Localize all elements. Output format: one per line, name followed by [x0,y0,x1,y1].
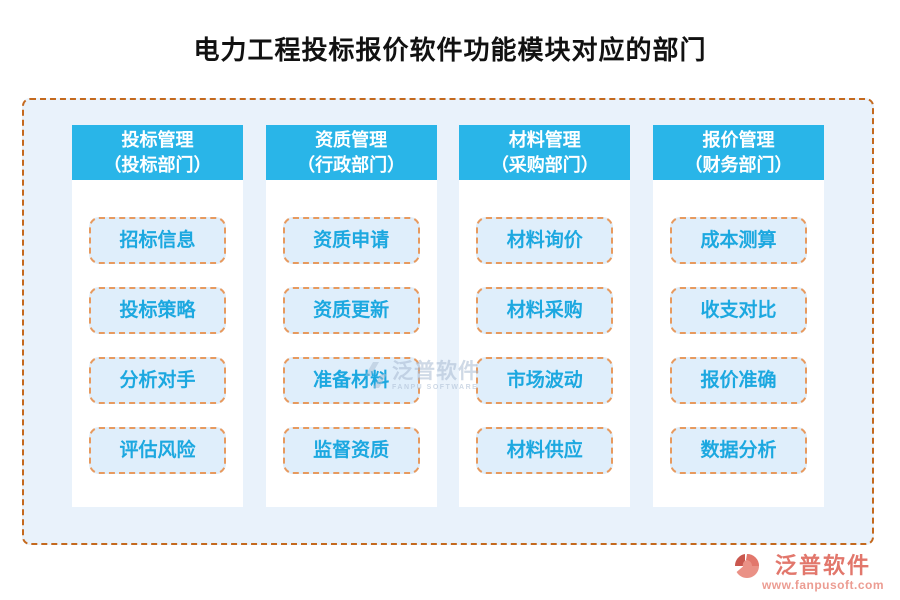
logo-url: www.fanpusoft.com [761,578,884,592]
column-body: 成本测算 收支对比 报价准确 数据分析 [653,180,824,497]
module-item: 材料采购 [476,287,614,334]
column-department: （财务部门） [684,154,793,175]
module-item: 招标信息 [89,217,226,264]
column-header-quotation: 报价管理 （财务部门） [652,125,824,180]
module-item: 分析对手 [89,357,226,404]
module-item: 投标策略 [89,287,226,334]
column-department: （采购部门） [490,154,599,175]
module-item: 材料询价 [476,217,614,264]
column-title: 报价管理 [702,130,775,151]
column-qualification-management: 资质管理 （行政部门） 资质申请 资质更新 准备材料 监督资质 [265,125,437,507]
logo-name: 泛普软件 [774,553,871,578]
fanpu-logo-icon [734,553,760,584]
column-header-qualification: 资质管理 （行政部门） [265,125,437,180]
module-item: 报价准确 [669,357,807,404]
module-item: 成本测算 [669,217,807,264]
module-item: 数据分析 [669,427,807,474]
diagram-board: 投标管理 （投标部门） 招标信息 投标策略 分析对手 评估风险 资质管理 （行政… [22,98,874,545]
module-item: 资质更新 [282,287,420,334]
column-title: 材料管理 [508,130,581,151]
module-item: 监督资质 [282,427,420,474]
module-item: 准备材料 [282,357,420,404]
column-header-bidding: 投标管理 （投标部门） [72,125,243,180]
column-title: 资质管理 [315,130,388,151]
column-body: 资质申请 资质更新 准备材料 监督资质 [266,180,437,497]
column-material-management: 材料管理 （采购部门） 材料询价 材料采购 市场波动 材料供应 [459,125,631,507]
column-bidding-management: 投标管理 （投标部门） 招标信息 投标策略 分析对手 评估风险 [72,125,243,507]
module-item: 市场波动 [476,357,614,404]
column-quotation-management: 报价管理 （财务部门） 成本测算 收支对比 报价准确 数据分析 [652,125,824,507]
column-body: 材料询价 材料采购 市场波动 材料供应 [459,180,630,497]
column-title: 投标管理 [121,130,194,151]
page-title: 电力工程投标报价软件功能模块对应的部门 [193,35,707,65]
logo-text-block: 泛普软件 www.fanpusoft.com [762,553,884,592]
column-body: 招标信息 投标策略 分析对手 评估风险 [72,180,243,497]
module-item: 资质申请 [282,217,420,264]
column-header-material: 材料管理 （采购部门） [459,125,631,180]
module-item: 收支对比 [669,287,807,334]
module-item: 材料供应 [476,427,614,474]
module-item: 评估风险 [89,427,226,474]
column-department: （投标部门） [103,154,212,175]
column-department: （行政部门） [297,154,406,175]
fanpu-logo: 泛普软件 www.fanpusoft.com [734,553,884,592]
